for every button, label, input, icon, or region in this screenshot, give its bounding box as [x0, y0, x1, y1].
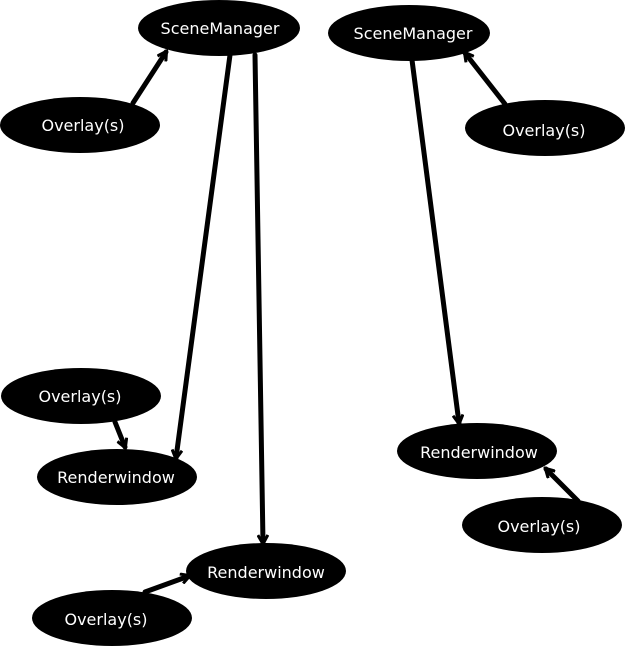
node-label: SceneManager	[354, 24, 473, 43]
edge-overlay-to-renderwindow-middle	[142, 576, 189, 595]
node-label: Renderwindow	[57, 468, 175, 487]
edge-scenemanager-to-renderwindow-right	[409, 57, 459, 423]
node-renderwindow-left[interactable]: Renderwindow	[37, 449, 197, 505]
edge-overlay-to-renderwindow-right	[546, 469, 581, 504]
node-renderwindow-middle[interactable]: Renderwindow	[186, 543, 346, 599]
node-label: Renderwindow	[207, 563, 325, 582]
node-overlay-renderwindow-left[interactable]: Overlay(s)	[1, 368, 161, 424]
node-label: Overlay(s)	[497, 517, 580, 536]
node-overlay-scenemanager-right[interactable]: Overlay(s)	[465, 100, 625, 156]
edge-scenemanager-to-renderwindow-left	[176, 52, 233, 458]
edge-scenemanager-to-renderwindow-middle	[252, 52, 263, 543]
node-label: Overlay(s)	[41, 116, 124, 135]
edge-overlay-to-scenemanager-right	[465, 53, 508, 107]
node-label: Renderwindow	[420, 443, 538, 462]
edge-overlay-to-renderwindow-left	[112, 419, 125, 447]
node-overlay-scenemanager-left[interactable]: Overlay(s)	[0, 97, 160, 153]
node-renderwindow-right[interactable]: Renderwindow	[397, 423, 557, 479]
edges	[112, 52, 581, 595]
edge-overlay-to-scenemanager-left	[130, 52, 169, 106]
node-overlay-renderwindow-middle[interactable]: Overlay(s)	[32, 590, 192, 646]
node-scenemanager-left[interactable]: SceneManager	[138, 0, 300, 56]
node-label: Overlay(s)	[64, 610, 147, 629]
node-label: Overlay(s)	[502, 121, 585, 140]
node-label: SceneManager	[161, 19, 280, 38]
node-overlay-renderwindow-right[interactable]: Overlay(s)	[462, 497, 622, 553]
node-scenemanager-right[interactable]: SceneManager	[328, 5, 490, 61]
node-label: Overlay(s)	[38, 387, 121, 406]
